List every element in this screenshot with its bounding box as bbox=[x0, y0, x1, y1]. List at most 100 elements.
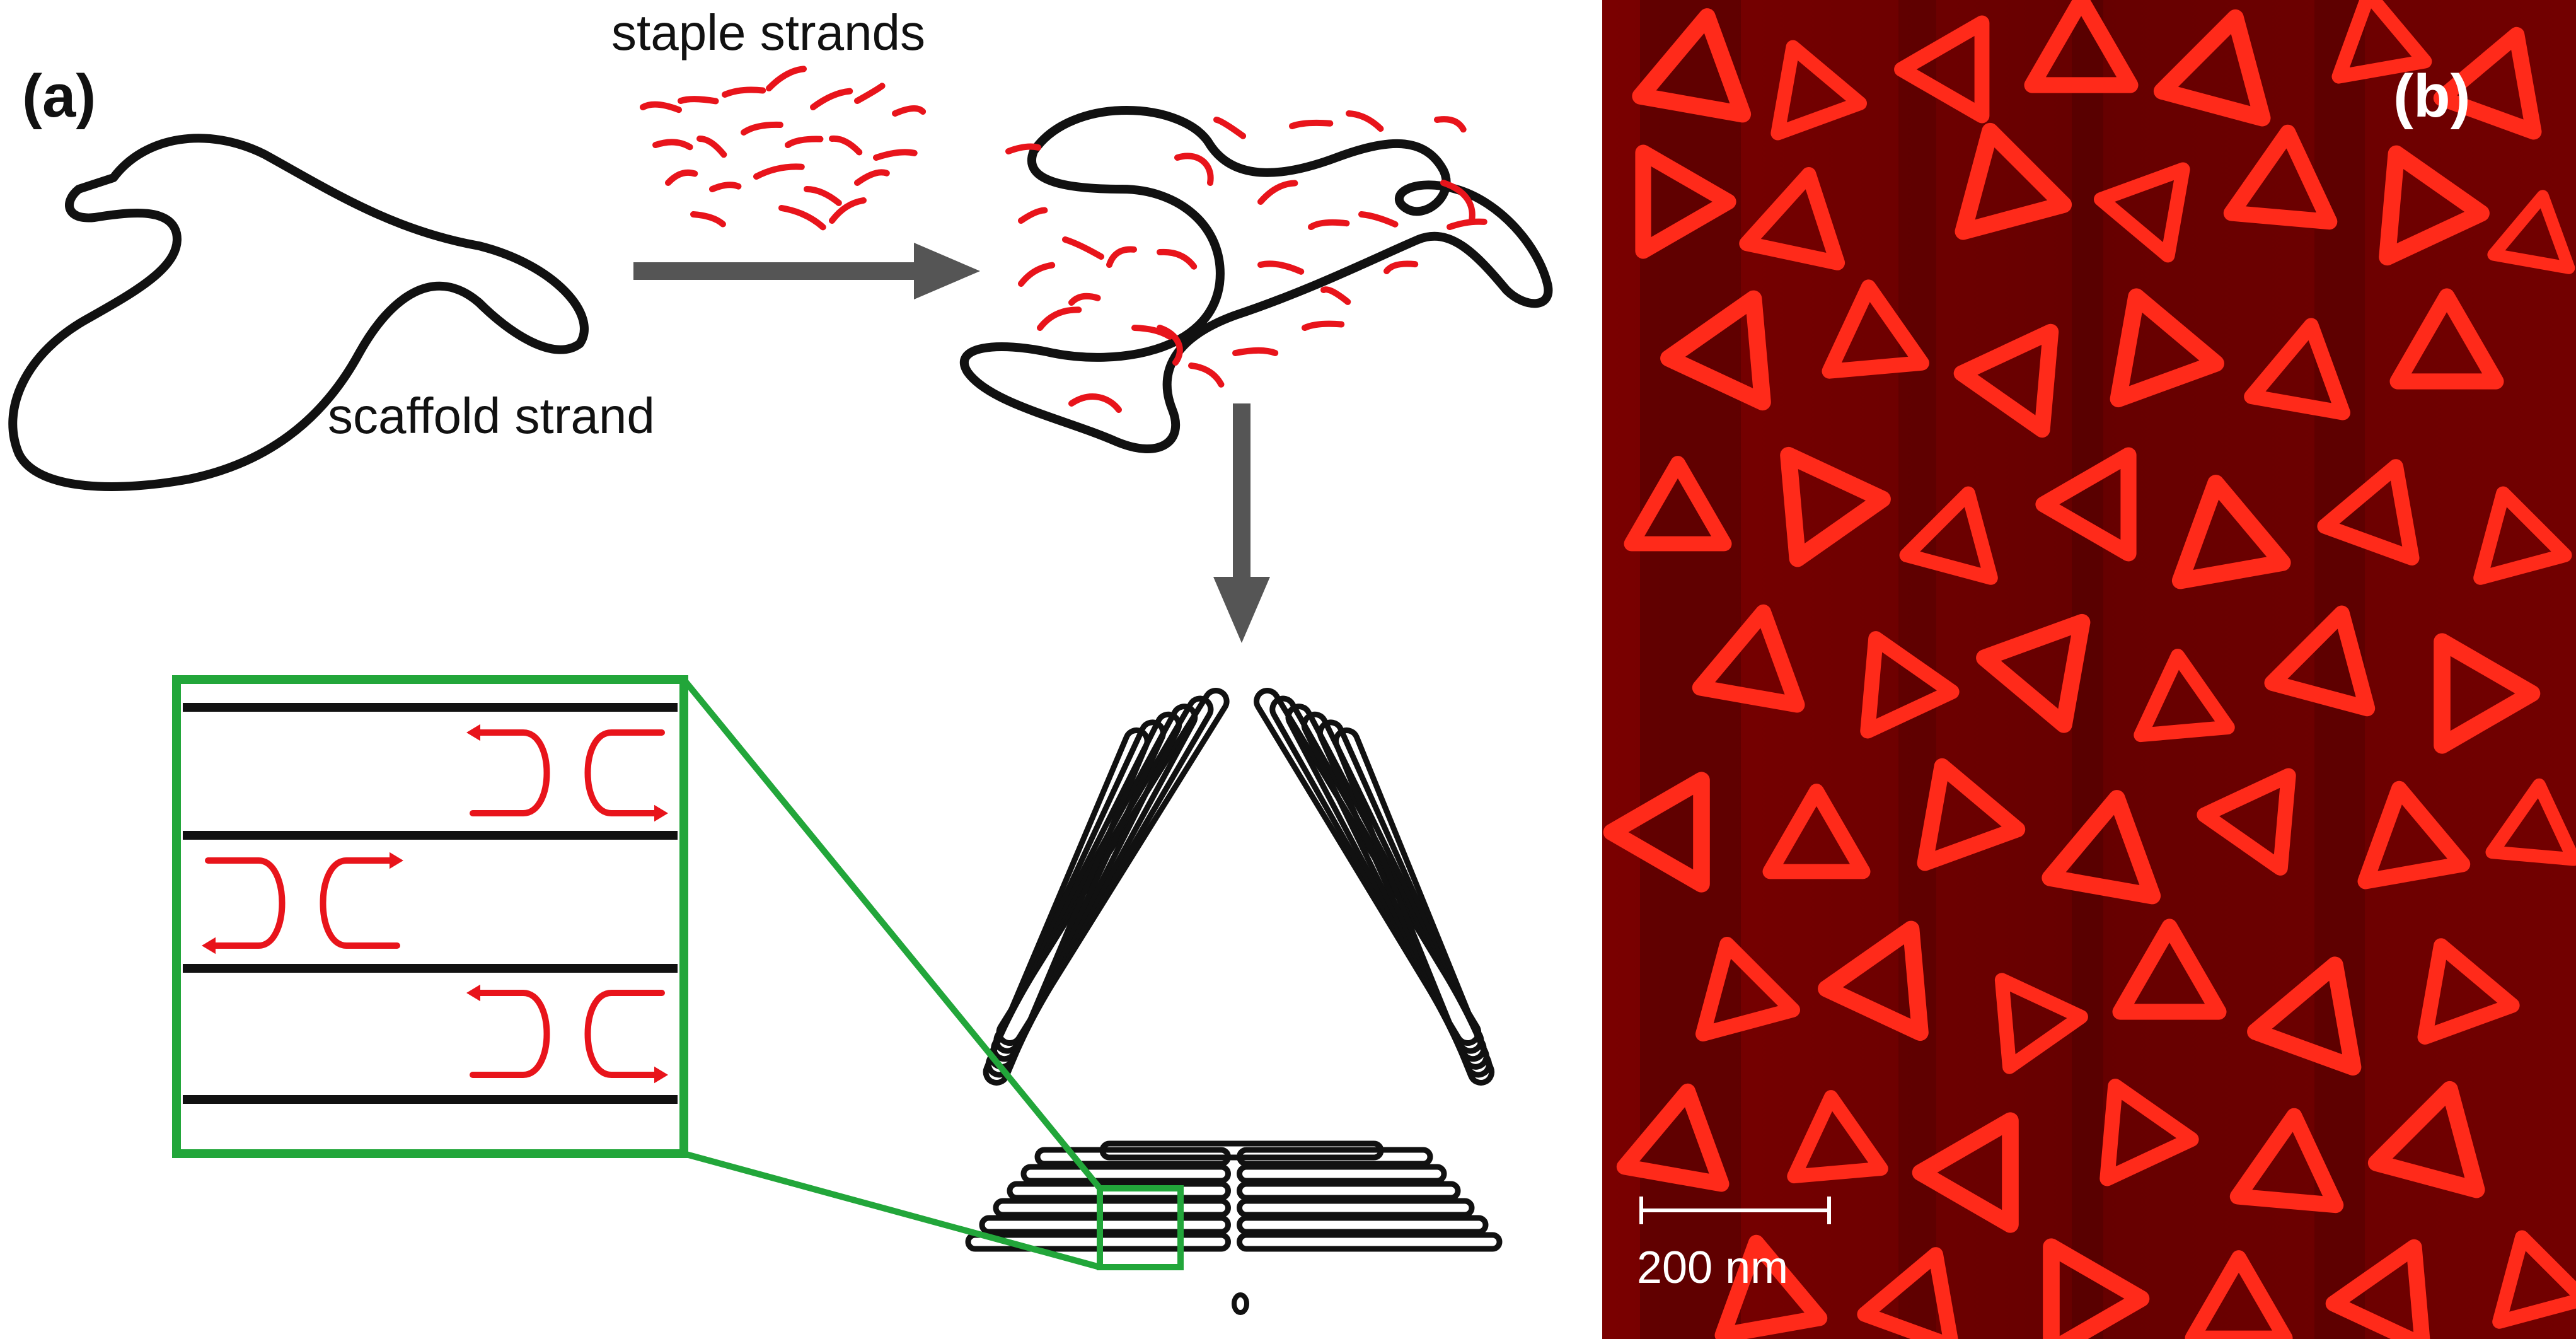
afm-triangle bbox=[1624, 456, 1732, 552]
afm-triangle bbox=[1770, 40, 1867, 141]
afm-triangle bbox=[2042, 790, 2161, 905]
staple-strands-label: staple strands bbox=[611, 4, 926, 61]
helix-strand bbox=[1317, 719, 1492, 1078]
helix-strand bbox=[1020, 1164, 1231, 1184]
helix-strand bbox=[991, 704, 1198, 1062]
staple-crossover bbox=[470, 990, 550, 1078]
afm-triangle bbox=[2035, 447, 2137, 562]
staple-strand bbox=[873, 149, 918, 161]
afm-triangle bbox=[1953, 323, 2059, 438]
zoom-line-top bbox=[681, 677, 1102, 1191]
staple-arrowhead bbox=[202, 937, 216, 954]
staple-crossover bbox=[205, 857, 286, 949]
afm-triangle bbox=[2473, 486, 2572, 585]
staple-strand bbox=[1018, 262, 1056, 287]
helix-strand bbox=[979, 1215, 1231, 1235]
helix-strand bbox=[1237, 1164, 1447, 1184]
staple-strand bbox=[1308, 219, 1350, 230]
staple-strand bbox=[741, 121, 783, 136]
staple-strands-free bbox=[640, 66, 1487, 388]
afm-triangle bbox=[2094, 162, 2190, 263]
afm-triangle bbox=[2043, 1238, 2150, 1339]
staple-arrowhead bbox=[654, 804, 668, 822]
bound-staple bbox=[1174, 153, 1214, 186]
staple-strand bbox=[665, 169, 698, 186]
afm-triangle bbox=[1714, 1234, 1828, 1339]
afm-triangle bbox=[1894, 15, 1990, 124]
afm-triangle bbox=[2367, 1081, 2485, 1198]
scaffold-strand-loop bbox=[8, 134, 589, 491]
staple-crossover bbox=[584, 990, 665, 1078]
staple-strand bbox=[804, 186, 842, 206]
staple-strand bbox=[1232, 347, 1279, 356]
helix-strand bbox=[1333, 727, 1495, 1086]
afm-triangle bbox=[1660, 290, 1771, 411]
staple-arrowhead bbox=[466, 984, 480, 1002]
staple-strand bbox=[1131, 325, 1173, 340]
folded-triangle-origami bbox=[965, 687, 1503, 1315]
origami-triangles bbox=[1603, 0, 2576, 1339]
afm-triangle bbox=[1818, 920, 1929, 1041]
staple-strand bbox=[1289, 119, 1334, 129]
afm-triangle bbox=[2379, 145, 2490, 266]
afm-triangle bbox=[1860, 631, 1960, 739]
helix-strand bbox=[1237, 1198, 1475, 1218]
helix-strand bbox=[985, 719, 1166, 1078]
afm-micrograph bbox=[1602, 0, 2576, 1339]
afm-triangle bbox=[1616, 1083, 1730, 1192]
afm-triangle bbox=[2434, 633, 2541, 754]
bound-staple bbox=[1068, 393, 1122, 413]
staple-strand bbox=[696, 135, 727, 158]
afm-triangle bbox=[2492, 1230, 2576, 1329]
panel-b-afm-image: (b) 200 nm bbox=[1602, 0, 2576, 1339]
helix-strand bbox=[1237, 1181, 1461, 1201]
staple-strand bbox=[640, 101, 683, 113]
helix-strand bbox=[1285, 704, 1487, 1062]
staple-strand bbox=[722, 86, 766, 98]
afm-triangle bbox=[2389, 288, 2504, 390]
afm-triangle bbox=[2223, 124, 2338, 230]
afm-triangle bbox=[1692, 604, 1805, 713]
staple-strand bbox=[1188, 362, 1225, 388]
staple-strands-bound bbox=[1068, 153, 1476, 413]
afm-triangle bbox=[1976, 613, 2091, 733]
afm-triangle bbox=[1695, 937, 1801, 1041]
staple-strand bbox=[1037, 306, 1082, 331]
panel-b-label: (b) bbox=[2393, 62, 2471, 130]
staple-strand bbox=[678, 96, 719, 105]
staple-arrowhead bbox=[654, 1066, 668, 1084]
staple-strand bbox=[829, 197, 867, 224]
arrow-right bbox=[633, 243, 980, 299]
arrow-down bbox=[1213, 403, 1270, 643]
staple-strand bbox=[652, 139, 693, 151]
staple-strand bbox=[1434, 116, 1467, 133]
staple-crossover bbox=[470, 729, 550, 816]
zoom-line-bottom bbox=[683, 1151, 1101, 1270]
afm-triangle bbox=[2229, 1108, 2344, 1214]
staple-arrowhead bbox=[466, 724, 480, 741]
staple-crossover bbox=[584, 729, 665, 816]
staple-strand bbox=[1346, 110, 1384, 132]
afm-triangle bbox=[2112, 919, 2227, 1020]
afm-triangle bbox=[2099, 1079, 2199, 1186]
afm-triangle bbox=[2331, 0, 2432, 84]
afm-triangle bbox=[2110, 288, 2224, 408]
staple-strand bbox=[1018, 207, 1048, 224]
staple-strand bbox=[1062, 236, 1105, 260]
afm-triangle bbox=[1635, 144, 1736, 259]
staple-strand bbox=[1257, 180, 1298, 205]
afm-triangle bbox=[1632, 8, 1752, 123]
bound-staple bbox=[1157, 325, 1183, 366]
afm-triangle bbox=[1780, 446, 1891, 567]
helix-strand bbox=[1237, 1232, 1503, 1252]
staple-strand bbox=[1358, 211, 1399, 228]
scaffold-end-loop bbox=[1232, 1292, 1249, 1315]
staple-crossovers bbox=[202, 724, 668, 1084]
scale-bar bbox=[1639, 1197, 1831, 1224]
afm-triangle bbox=[2171, 475, 2291, 589]
staple-strand bbox=[1068, 293, 1101, 306]
afm-triangle bbox=[2433, 26, 2542, 140]
panel-a-label: (a) bbox=[22, 62, 96, 130]
afm-triangle bbox=[1739, 166, 1845, 270]
staple-strand bbox=[690, 211, 726, 228]
